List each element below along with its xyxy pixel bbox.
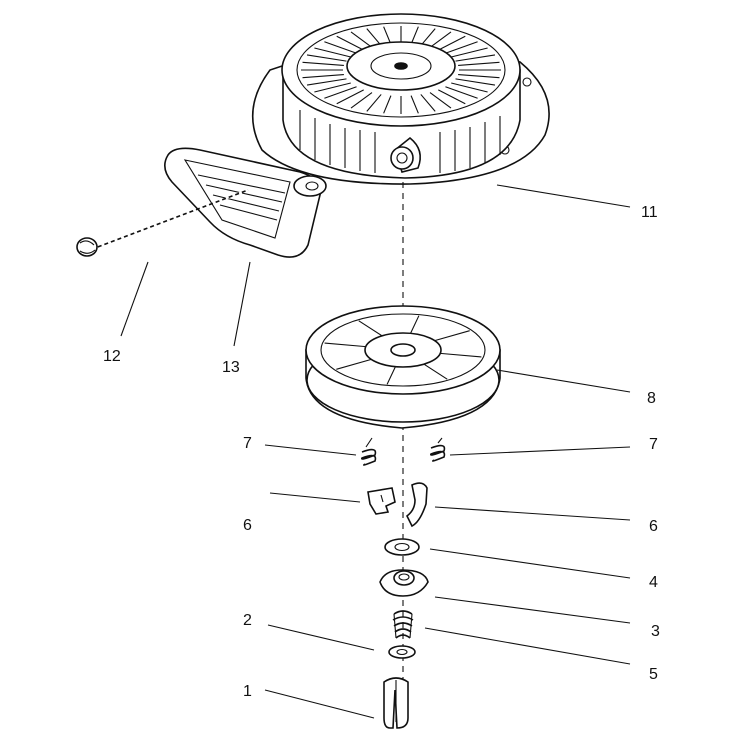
housing-vent-slot [458,73,500,79]
housing-vent-slot [314,47,351,58]
housing-vent-slot [455,54,496,62]
housing-vent-slot [451,47,488,58]
callout-7-right: 7 [649,436,658,453]
housing-vent-slot [366,94,382,112]
part-13-starter-handle [164,147,327,258]
callout-6-left: 6 [243,517,252,534]
housing-vent-slot [410,26,419,45]
pulley-spoke [434,330,470,342]
pulley-spoke [358,320,383,337]
housing-vent-slot [314,82,351,93]
housing-vent-slot [366,28,382,46]
part-12-starter-rope [76,188,249,257]
leader-lines [120,184,631,719]
callout-8: 8 [647,390,656,407]
housing-vent-slot [350,31,373,48]
housing-vent-slot [420,94,436,112]
pulley-spoke [440,352,482,358]
part-7-spring-left [360,437,377,466]
part-6-pawl-left [367,487,396,515]
housing-vent-slot [306,78,347,86]
part-4-washer [384,538,420,556]
housing-vent-slot [451,82,488,93]
callout-2: 2 [243,612,252,629]
housing-vent-slot [302,61,344,67]
pulley-spoke [324,342,366,348]
housing-vent-slot [383,95,392,114]
housing-vent-slot [350,92,373,109]
housing-vent-slot [438,35,466,51]
callout-1: 1 [243,683,252,700]
part-11-starter-housing [251,13,550,185]
housing-vent-slot [438,89,466,105]
housing-vent-slot [429,31,452,48]
part-1-center-pin [383,677,409,729]
callout-3: 3 [651,623,660,640]
callout-12: 12 [103,348,121,365]
housing-vent-slot [336,89,364,105]
callout-5: 5 [649,666,658,683]
pulley-spoke [336,358,372,370]
part-6-pawl-right [405,482,428,528]
housing-vent-slot [420,28,436,46]
callout-labels: 11 12 13 8 7 7 6 6 4 3 2 5 1 [103,204,660,700]
housing-vent-slot [458,61,500,67]
part-3-retainer [379,569,429,597]
pulley-spoke [386,366,396,385]
housing-vent-slot [455,78,496,86]
housing-vent-slot [306,54,347,62]
pulley-spoke [423,363,448,380]
housing-vent-slot [429,92,452,109]
part-8-rope-pulley [305,305,501,429]
part-7-spring-right [429,437,446,462]
callout-7-left: 7 [243,435,252,452]
housing-vent-slot [410,95,419,114]
callout-11: 11 [641,204,658,221]
housing-vent-slot [383,26,392,45]
part-2-washer [388,645,416,659]
housing-vent-slot [324,41,357,54]
callout-6-right: 6 [649,518,658,535]
housing-vent-slot [445,86,478,99]
housing-vent-slot [302,73,344,79]
housing-vent-slot [445,41,478,54]
housing-vent-slot [324,86,357,99]
callout-13: 13 [222,359,240,376]
pulley-spoke [410,315,420,334]
housing-vent-slot [336,35,364,51]
part-5-brake-spring [392,610,414,639]
callout-4: 4 [649,574,658,591]
